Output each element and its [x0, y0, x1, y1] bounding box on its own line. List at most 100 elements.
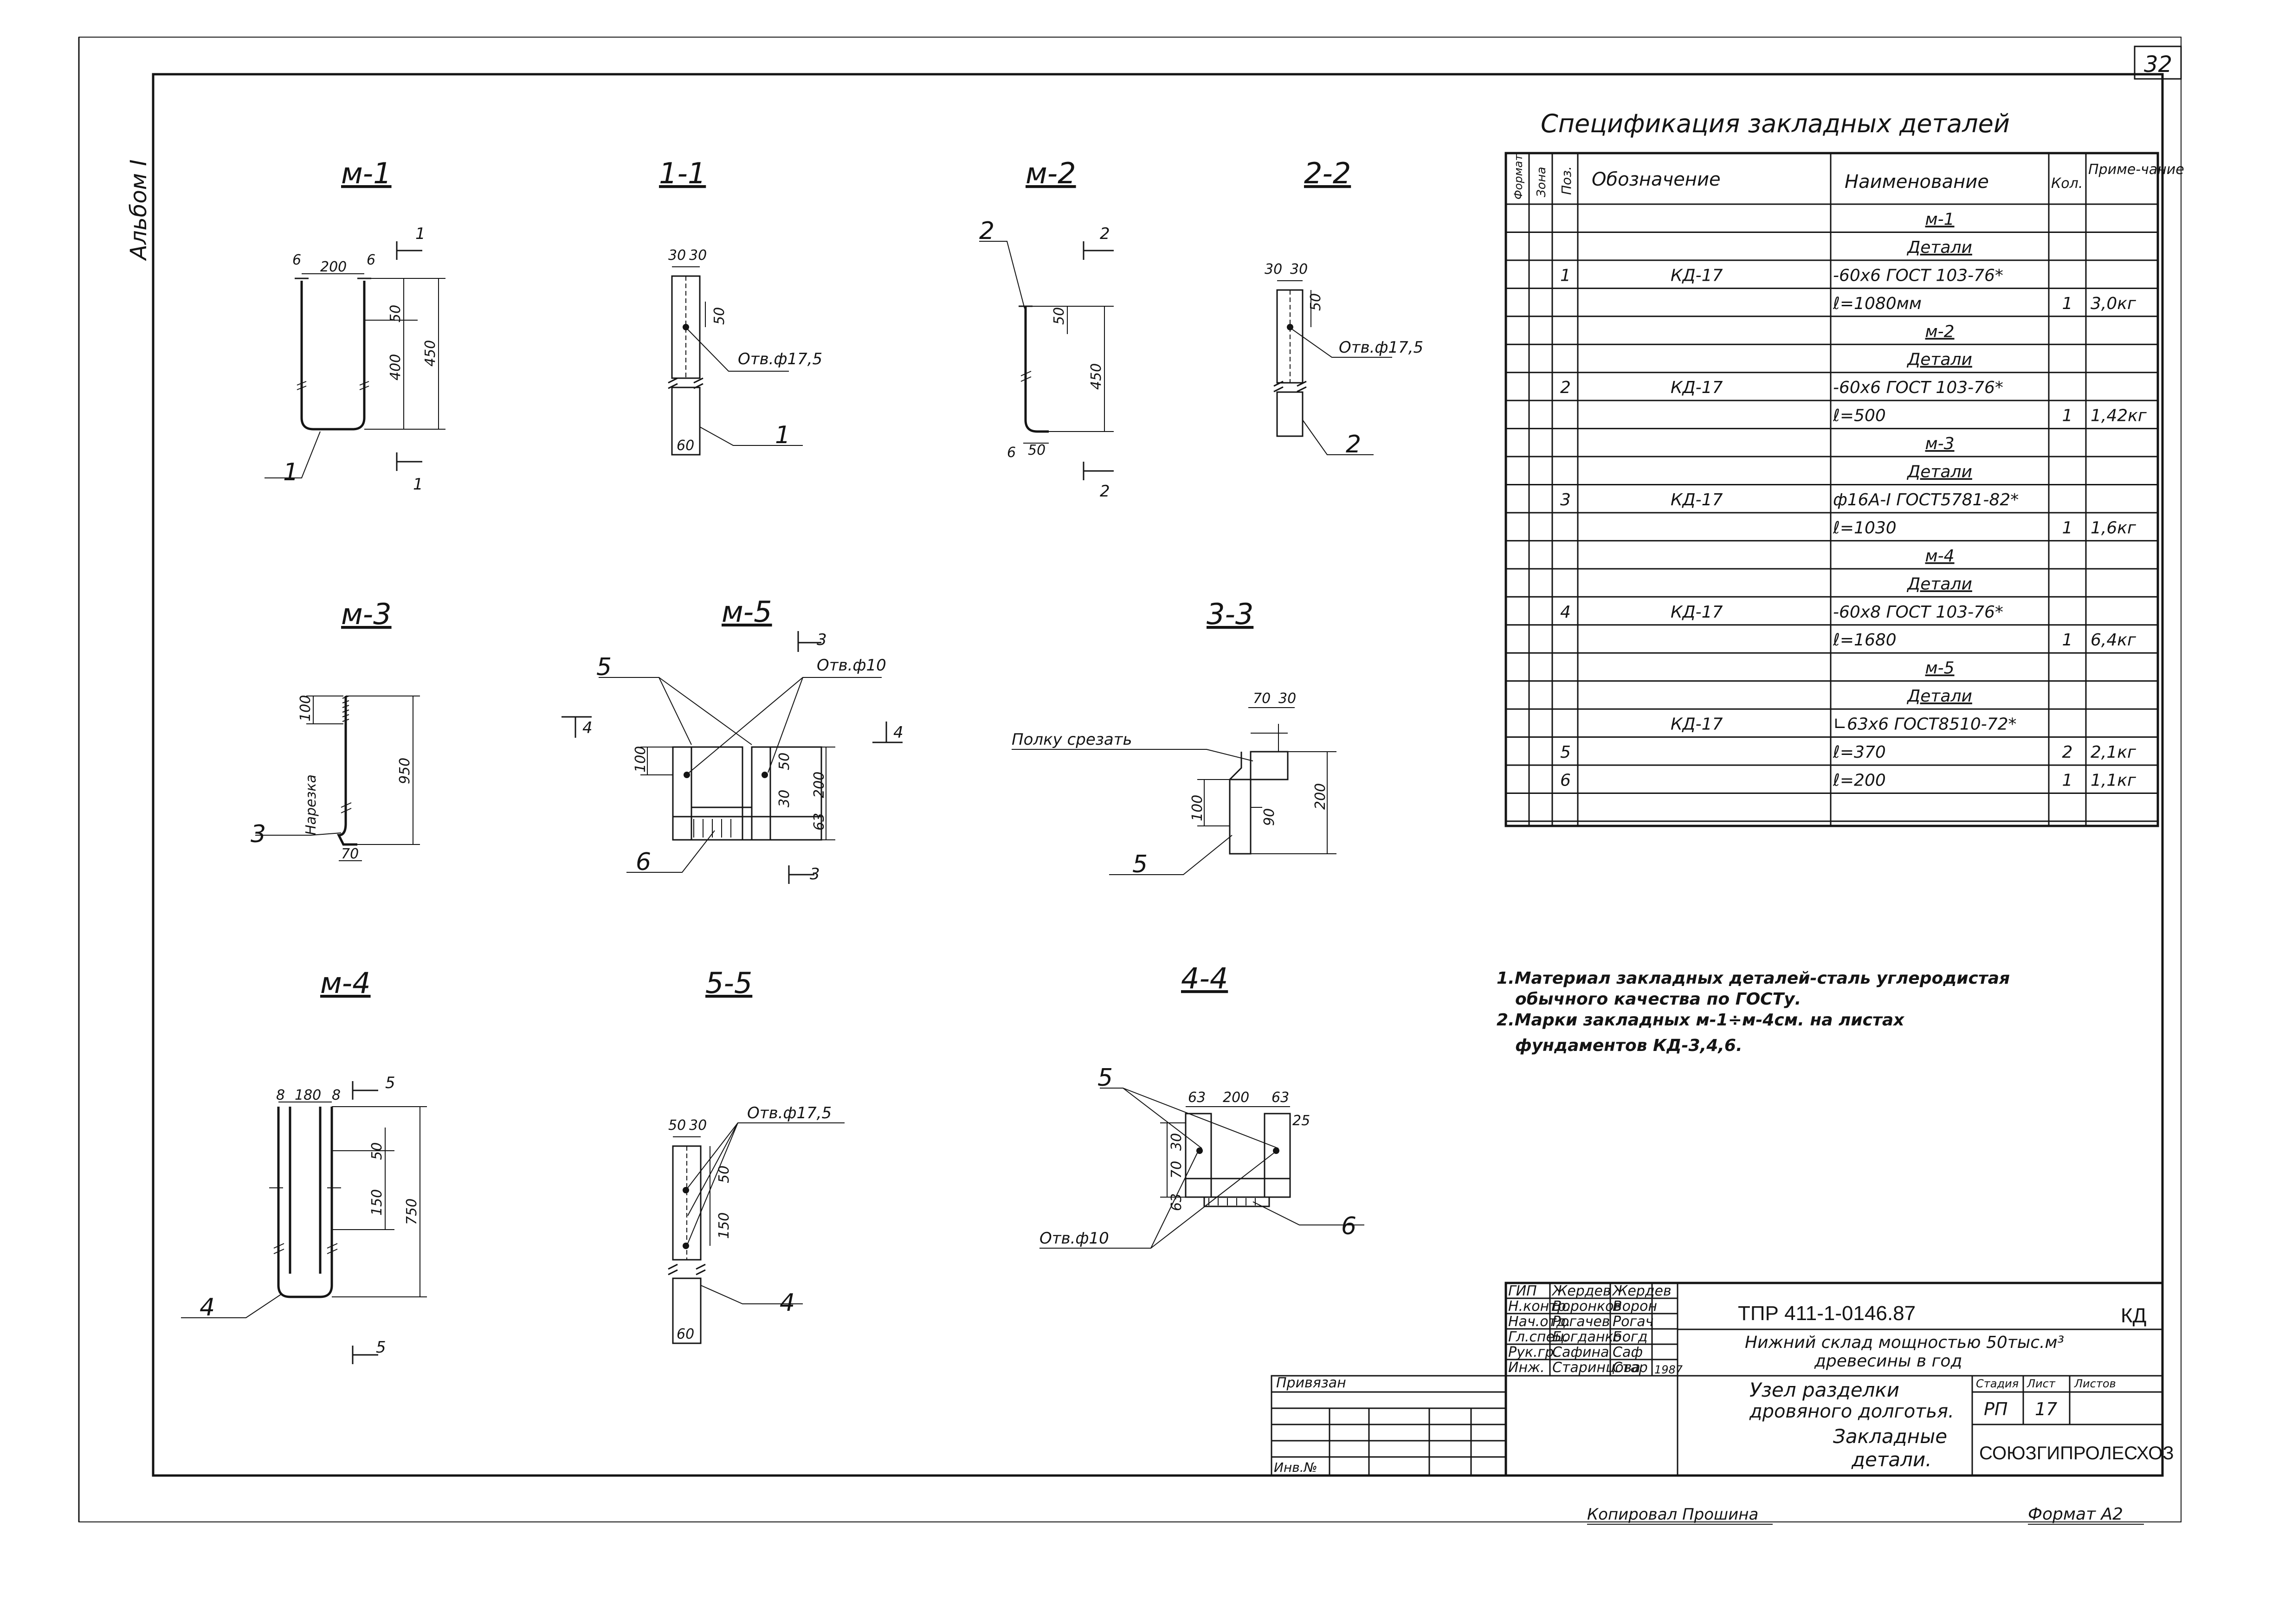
spec-cell-pos: 4: [1560, 603, 1571, 622]
stamp-role-name: Богданко: [1552, 1329, 1622, 1345]
m1-section-bottom: 1: [413, 475, 423, 494]
stamp-role-sign: Богд: [1613, 1329, 1647, 1345]
spec-h-designation: Обозначение: [1592, 169, 1721, 190]
m5-dim-1: 50: [776, 753, 793, 770]
spec-h-note: Приме-чание: [2088, 161, 2184, 178]
m5-section-3-bottom: 3: [810, 865, 820, 883]
m1-dim-5: 450: [422, 340, 439, 367]
m5-section-4-right: 4: [893, 723, 904, 742]
s11-title: 1-1: [659, 156, 706, 190]
section-3-3: 3-3 70 30 100 90 200 Полку срезать 5: [1012, 597, 1336, 878]
m3-side-text: Нарезка: [303, 774, 319, 835]
stamp-role-role: Гл.спец.: [1508, 1329, 1568, 1345]
stamp-privyazan: Привязан: [1276, 1375, 1346, 1391]
spec-cell-name: Детали: [1906, 574, 1972, 593]
spec-cell-qty: 1: [2062, 406, 2073, 425]
s44-dim-2: 63: [1272, 1089, 1289, 1106]
stamp-role-name: Старинцова: [1552, 1360, 1640, 1376]
spec-cell-pos: 5: [1560, 743, 1571, 762]
s11-leader: 1: [775, 421, 790, 449]
section-4-4: 4-4 63 200 63 25 63 70 30 5 Отв.ф10 6: [1039, 961, 1364, 1249]
note-line-2: 2.Марки закладных м-1÷м-4см. на листах: [1497, 1011, 1905, 1030]
spec-title: Спецификация закладных деталей: [1541, 109, 2010, 138]
s33-title: 3-3: [1207, 597, 1253, 631]
m1-dim-2: 6: [367, 252, 375, 268]
m4-leader: 4: [200, 1294, 215, 1321]
s11-dim-3: 60: [677, 438, 694, 454]
stamp-role-sign: Саф: [1613, 1344, 1643, 1360]
s33-dim-2: 100: [1189, 795, 1206, 821]
s55-dim-0: 50: [668, 1117, 686, 1134]
s44-hole: Отв.ф10: [1039, 1229, 1109, 1248]
s22-title: 2-2: [1304, 156, 1351, 190]
m5-dim-2: 200: [811, 772, 827, 798]
spec-cell-qty: 1: [2062, 631, 2073, 650]
stamp-role-sign: Стар: [1613, 1360, 1648, 1376]
page-number-box: [2134, 45, 2182, 80]
m2-dim-2: 6: [1007, 445, 1016, 461]
format-label: Формат А2: [2028, 1505, 2123, 1524]
m1-section-top: 1: [415, 225, 426, 243]
drawing-m3: м-3 100 950 Нарезка 70 3: [251, 597, 420, 862]
spec-cell-name: -60х6 ГОСТ 103-76*: [1833, 378, 2003, 397]
stamp-project-2: древесины в год: [1814, 1352, 1962, 1371]
stamp-sheet-title-2: детали.: [1851, 1448, 1932, 1471]
s44-dim-1: 200: [1223, 1089, 1249, 1106]
m3-dim-0: 100: [297, 695, 314, 722]
spec-cell-note: 2,1кг: [2091, 743, 2136, 762]
spec-cell-pos: 1: [1560, 266, 1571, 285]
m3-shape: [336, 696, 357, 846]
s22-hole: Отв.ф17,5: [1339, 338, 1423, 357]
stamp-role-role: Инж.: [1508, 1360, 1545, 1376]
stamp-year: 1987: [1654, 1363, 1683, 1376]
m3-dim-1: 950: [397, 758, 413, 784]
m2-dim-1: 450: [1088, 363, 1104, 390]
m1-dim-4: 400: [387, 354, 404, 380]
m3-title: м-3: [341, 597, 392, 631]
m2-shape: [1024, 306, 1049, 433]
m2-leader: 2: [979, 217, 994, 245]
s55-dim-3: 150: [716, 1212, 732, 1239]
spec-cell-name: ℓ=500: [1833, 406, 1886, 425]
spec-cell-name: ф16А-I ГОСТ5781-82*: [1833, 490, 2019, 509]
spec-cell-qty: 2: [2062, 743, 2073, 762]
m1-shape: [300, 281, 366, 431]
spec-cell-name: Детали: [1906, 463, 1972, 482]
s44-dim-5: 70: [1168, 1161, 1185, 1179]
m4-dim-4: 150: [369, 1189, 385, 1216]
s44-title: 4-4: [1181, 961, 1228, 995]
stamp-inv: Инв.№: [1274, 1460, 1317, 1475]
m2-title: м-2: [1026, 156, 1076, 190]
s55-hole: Отв.ф17,5: [747, 1104, 832, 1122]
section-5-5: 5-5 50 30 50 150 60 Отв.ф17,5 4: [668, 966, 845, 1344]
s33-cut-note: Полку срезать: [1012, 730, 1132, 749]
m4-section-bottom: 5: [376, 1338, 386, 1357]
section-2-2: 2-2 30 30 50 Отв.ф17,5 2: [1265, 156, 1423, 458]
spec-cell-qty: 1: [2062, 771, 2073, 790]
m2-section-top: 2: [1100, 225, 1110, 243]
stamp-sheet-value: 17: [2035, 1399, 2057, 1419]
s11-plate-bottom: [671, 387, 701, 456]
spec-cell-name: ℓ=1680: [1833, 631, 1897, 650]
spec-h-name: Наименование: [1845, 171, 1989, 193]
spec-cell-note: 1,1кг: [2091, 771, 2136, 790]
s22-leader: 2: [1346, 431, 1361, 458]
spec-cell-name: -60х6 ГОСТ 103-76*: [1833, 266, 2003, 285]
spec-h-pos: Поз.: [1559, 166, 1574, 195]
m5-dim-4: 63: [811, 813, 827, 831]
s33-dim-0: 70: [1253, 690, 1271, 707]
stamp-stage-value: РП: [1984, 1399, 2008, 1419]
stamp-stage-label: Стадия: [1976, 1377, 2019, 1390]
m4-dim-0: 8: [276, 1087, 285, 1103]
spec-cell-name: м-2: [1925, 322, 1954, 341]
spec-table: Спецификация закладных деталей Формат Зо…: [1504, 109, 2184, 827]
s11-dim-0: 30: [668, 247, 686, 264]
m5-leader-6: 6: [636, 848, 651, 876]
spec-cell-name: ℓ=200: [1833, 771, 1886, 790]
stamp-project-1: Нижний склад мощностью 50тыс.м³: [1745, 1333, 2064, 1352]
m2-dim-3: 50: [1028, 442, 1046, 458]
spec-cell-note: 1,6кг: [2091, 518, 2136, 537]
spec-cell-name: -60х8 ГОСТ 103-76*: [1833, 603, 2003, 622]
